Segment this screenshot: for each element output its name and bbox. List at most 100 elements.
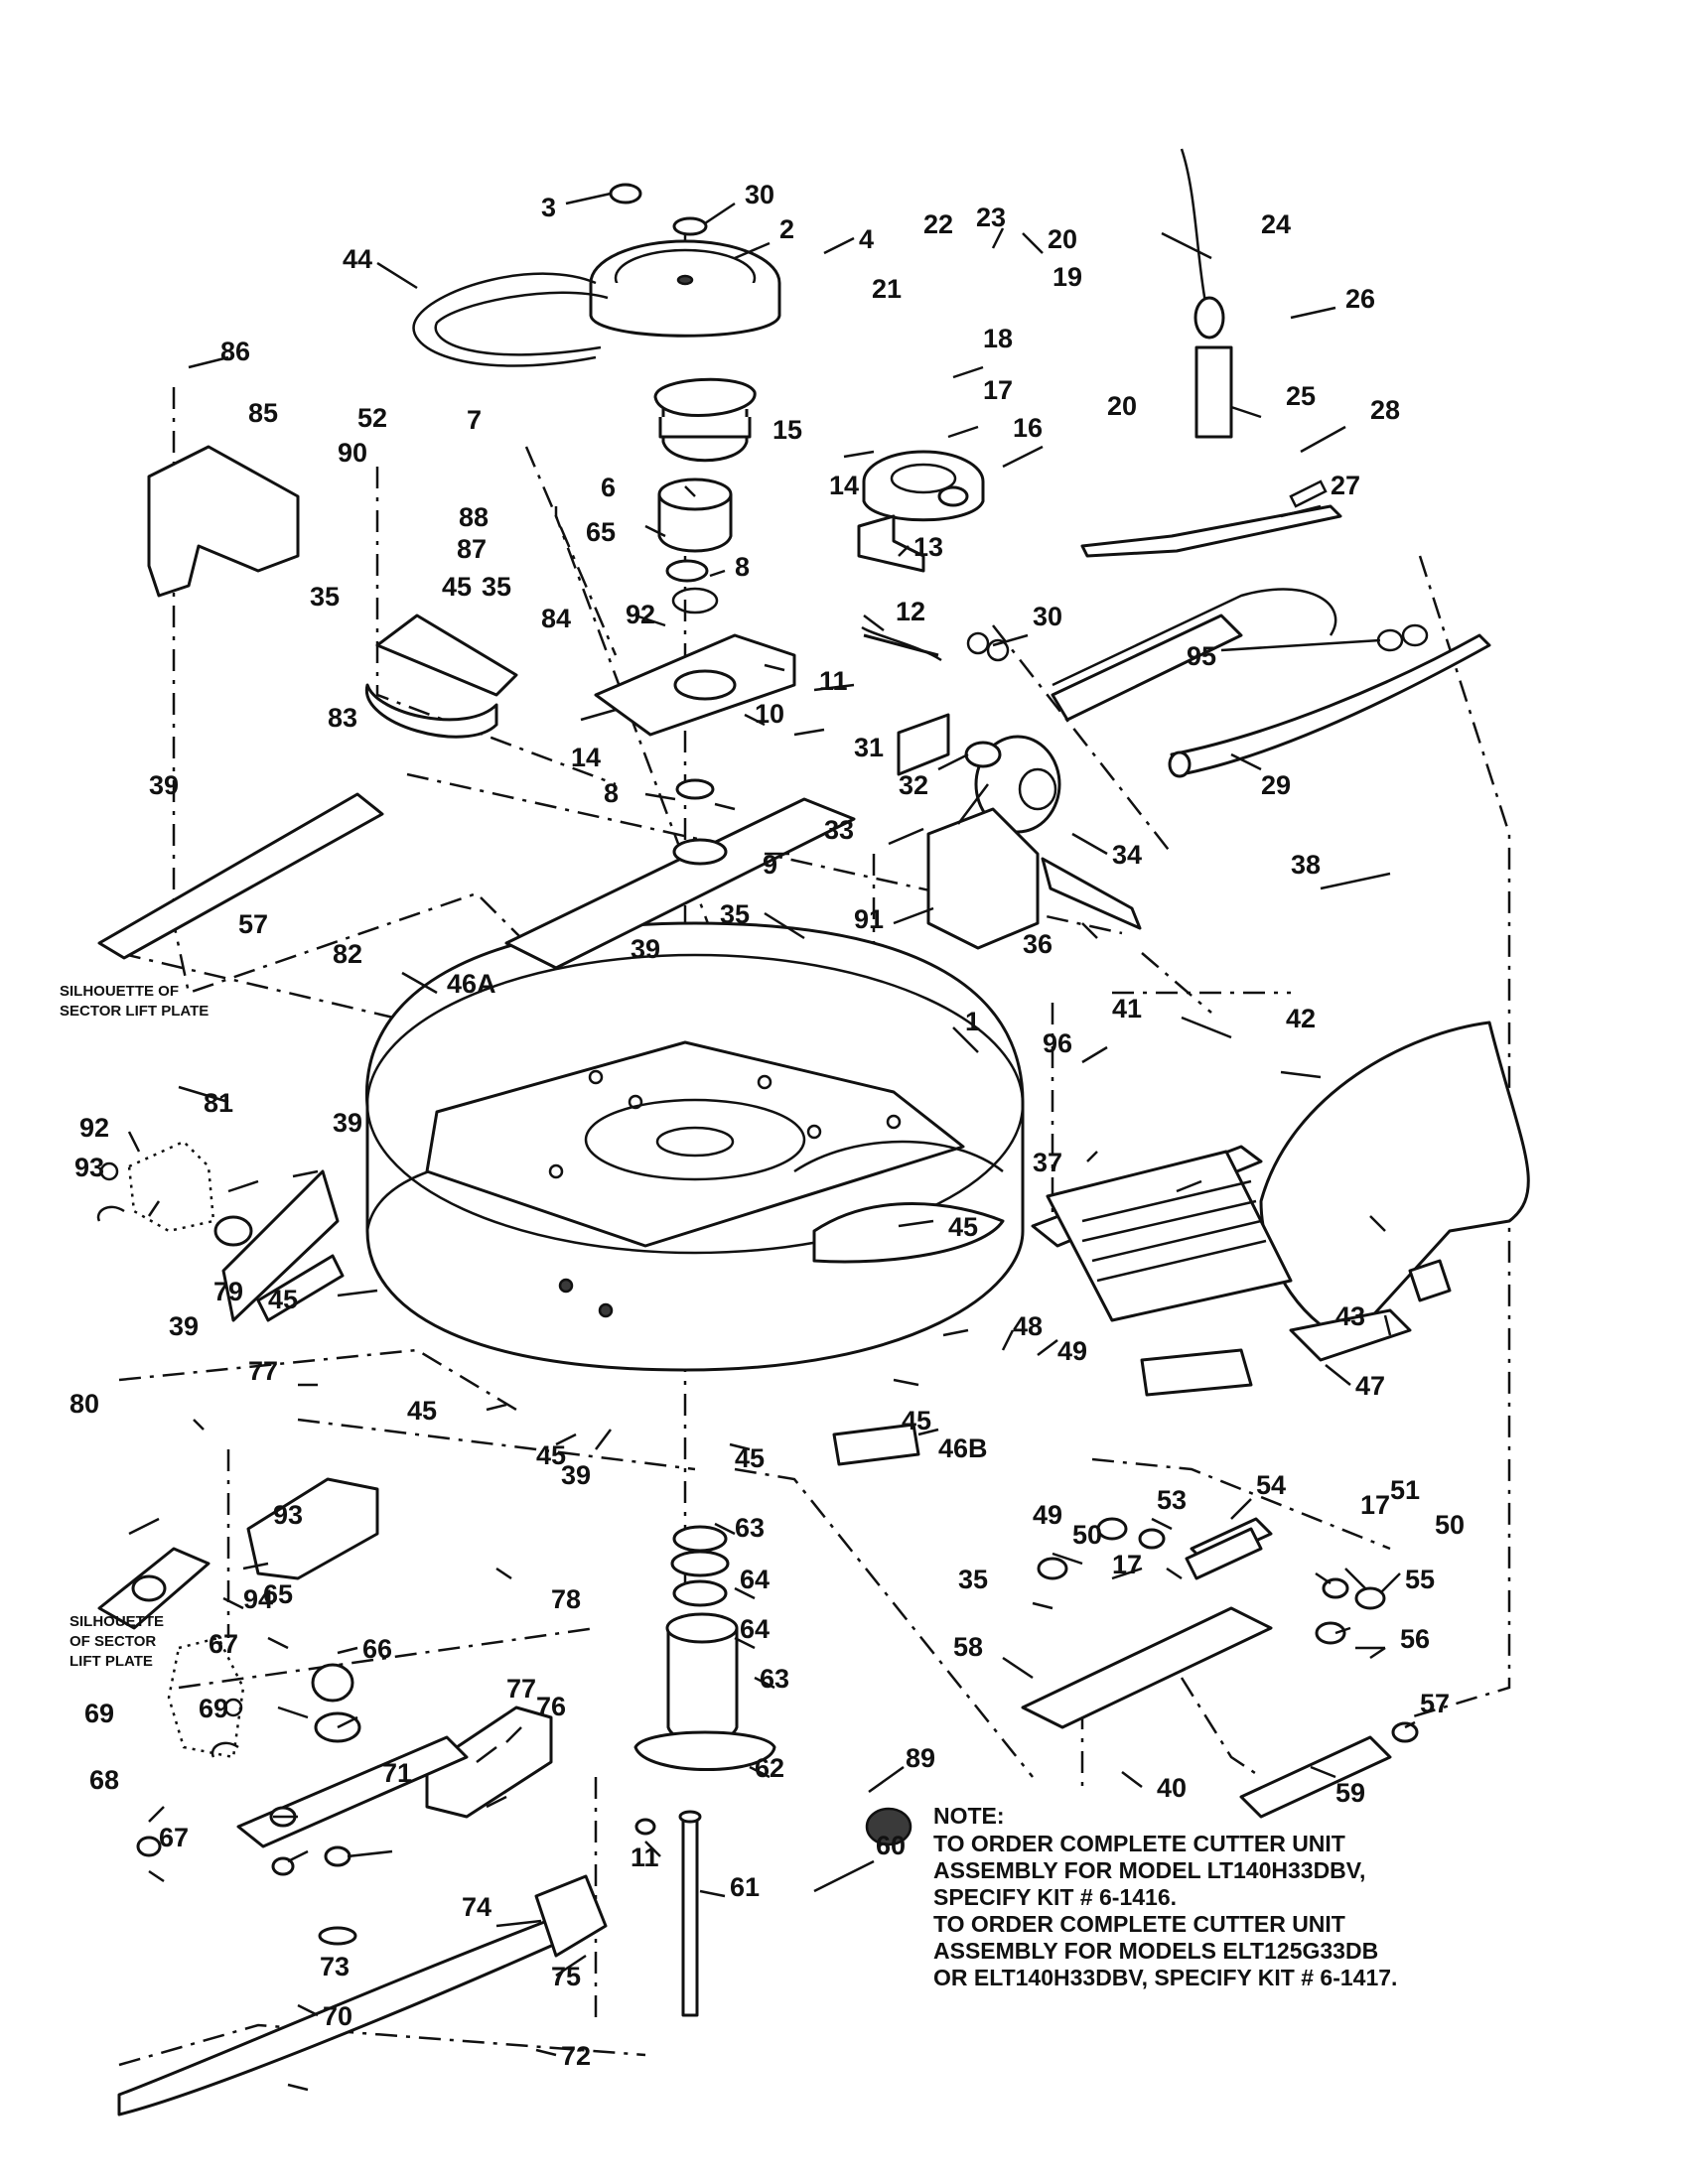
callout-19: 19 xyxy=(1052,262,1082,292)
callout-45: 45 xyxy=(407,1396,437,1426)
callout-20: 20 xyxy=(1048,224,1077,254)
note-line: OR ELT140H33DBV, SPECIFY KIT # 6-1417. xyxy=(933,1965,1397,1990)
callout-29: 29 xyxy=(1261,770,1291,800)
callout-52: 53 xyxy=(1157,1485,1187,1515)
callout-40: 41 xyxy=(1112,994,1142,1024)
callout-8: 8 xyxy=(735,552,750,582)
callout-61: 62 xyxy=(755,1753,784,1783)
callout-14: 14 xyxy=(829,471,859,500)
callout-75: 76 xyxy=(536,1692,566,1721)
callout-22: 22 xyxy=(923,209,953,239)
callout-63: 64 xyxy=(740,1614,770,1644)
callout-83: 84 xyxy=(541,604,571,633)
callout-15: 15 xyxy=(772,415,802,445)
callout-7: 7 xyxy=(467,405,482,435)
callout-25: 25 xyxy=(1286,381,1316,411)
callout-73: 74 xyxy=(462,1892,491,1922)
callout-17: 17 xyxy=(983,375,1013,405)
callout-27: 27 xyxy=(1331,471,1360,500)
callout-69: 69 xyxy=(84,1699,114,1728)
callout-82: 83 xyxy=(328,703,357,733)
callout-46a: 46B xyxy=(938,1433,988,1463)
cutter-deck xyxy=(364,921,1025,1372)
callout-76: 77 xyxy=(506,1674,536,1704)
callout-6: 6 xyxy=(601,473,616,502)
callout-81: 82 xyxy=(333,939,362,969)
callout-93: 93 xyxy=(74,1153,104,1182)
callout-35: 35 xyxy=(310,582,340,612)
callout-43: 44 xyxy=(343,244,372,274)
callout-46b: 47 xyxy=(1355,1371,1385,1401)
callout-49: 50 xyxy=(1435,1510,1465,1540)
note-heading: NOTE: xyxy=(933,1803,1005,1829)
callout-37: 37 xyxy=(1033,1148,1062,1177)
callout-39: 39 xyxy=(149,770,179,800)
callout-39: 39 xyxy=(561,1460,591,1490)
callout-28: 28 xyxy=(1370,395,1400,425)
callout-51: 52 xyxy=(357,403,387,433)
silhouette-label-line: SILHOUETTE xyxy=(70,1613,164,1630)
callout-17: 17 xyxy=(1112,1550,1142,1579)
callout-94: 95 xyxy=(1187,641,1216,671)
callout-45: 46A xyxy=(447,969,496,999)
callout-93: 94 xyxy=(243,1584,273,1614)
callout-65: 65 xyxy=(586,517,616,547)
callout-39: 39 xyxy=(169,1311,199,1341)
callout-3: 3 xyxy=(541,193,556,222)
callout-20: 20 xyxy=(1107,391,1137,421)
callout-89: 90 xyxy=(338,438,367,468)
callout-67: 68 xyxy=(89,1765,119,1795)
callout-50: 51 xyxy=(1390,1475,1420,1505)
note-line: ASSEMBLY FOR MODELS ELT125G33DB xyxy=(933,1938,1378,1964)
callout-88: 89 xyxy=(906,1743,935,1773)
callout-66: 67 xyxy=(159,1823,189,1852)
callout-57: 57 xyxy=(238,909,268,939)
callout-60: 61 xyxy=(730,1872,760,1902)
callout-69: 70 xyxy=(323,2001,352,2031)
callout-41: 42 xyxy=(1286,1004,1316,1033)
callout-59: 60 xyxy=(876,1831,906,1860)
callout-14: 14 xyxy=(571,743,601,772)
callout-2: 2 xyxy=(779,214,794,244)
callout-64: 64 xyxy=(740,1565,770,1594)
callout-39: 39 xyxy=(631,934,660,964)
callout-4: 4 xyxy=(859,224,874,254)
callout-72: 73 xyxy=(320,1952,350,1981)
silhouette-label-line: OF SECTOR xyxy=(70,1633,156,1650)
right-linkage xyxy=(1037,1517,1419,1743)
callout-92: 92 xyxy=(79,1113,109,1143)
callout-16: 16 xyxy=(1013,413,1043,443)
callout-55: 56 xyxy=(1400,1624,1430,1654)
silhouette-label-bottom: SILHOUETTE OF SECTOR LIFT PLATE xyxy=(70,1613,164,1670)
spindle-assembly xyxy=(633,1525,912,2017)
callout-numbers: 1 2 3 4 6 7 8 8 9 10 11 11 12 13 14 14 1… xyxy=(70,180,1465,2071)
callout-11: 11 xyxy=(631,1843,659,1872)
callout-53: 54 xyxy=(1256,1470,1286,1500)
callout-78: 79 xyxy=(213,1277,243,1306)
callout-49: 49 xyxy=(1033,1500,1062,1530)
callout-26: 26 xyxy=(1345,284,1375,314)
callout-21: 21 xyxy=(872,274,902,304)
callout-71: 72 xyxy=(561,2041,591,2071)
callout-24: 24 xyxy=(1261,209,1291,239)
callout-87: 88 xyxy=(459,502,489,532)
spindle-pulley-group xyxy=(412,183,781,614)
callout-42: 43 xyxy=(1335,1301,1365,1331)
callout-63: 63 xyxy=(735,1513,765,1543)
callout-23: 23 xyxy=(976,203,1006,232)
callout-57: 58 xyxy=(953,1632,983,1662)
callout-45: 45 xyxy=(735,1443,765,1473)
callout-64: 65 xyxy=(263,1579,293,1609)
callout-77: 77 xyxy=(248,1356,278,1386)
callout-91: 92 xyxy=(626,600,655,629)
callout-12: 12 xyxy=(896,597,925,626)
callout-65: 66 xyxy=(362,1634,392,1664)
note-line: ASSEMBLY FOR MODEL LT140H33DBV, xyxy=(933,1857,1365,1883)
callout-92: 93 xyxy=(273,1500,303,1530)
callout-79: 80 xyxy=(70,1389,99,1419)
idler-group xyxy=(857,450,1142,950)
callout-9: 9 xyxy=(763,850,777,880)
left-brackets xyxy=(97,445,553,1819)
callout-35: 35 xyxy=(482,572,511,602)
